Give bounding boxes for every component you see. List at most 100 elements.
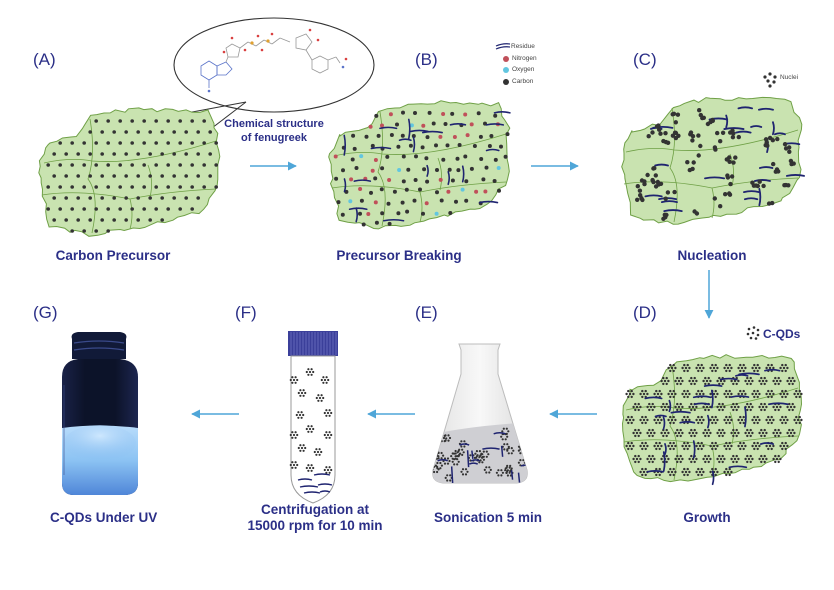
residue-strand <box>510 470 514 480</box>
cqd-cluster <box>481 450 490 458</box>
cqd-cluster <box>772 376 782 386</box>
carbon-atom <box>124 218 128 222</box>
cqd-cluster <box>674 428 684 438</box>
cqd-cluster <box>660 376 670 386</box>
nucleus-atom <box>670 133 676 138</box>
carbon-atom <box>130 207 134 211</box>
cqd-cluster <box>639 389 649 399</box>
carbon-atom <box>100 152 104 156</box>
residue-strand <box>449 123 467 126</box>
cqd-cluster <box>723 363 733 373</box>
nucleus-atom <box>673 120 678 125</box>
carbon-atom <box>58 163 62 167</box>
growth-sheet <box>621 354 803 486</box>
carbon-atom <box>112 218 116 222</box>
carbon-atom <box>52 218 56 222</box>
cqd-cluster <box>702 428 712 438</box>
carbon-atom <box>142 185 146 189</box>
carbon-atom <box>160 152 164 156</box>
cqd-cluster <box>709 467 719 477</box>
residue-strand <box>693 402 710 406</box>
carbon-atom <box>118 163 122 167</box>
cqd-cluster <box>323 466 333 474</box>
residue-strand <box>711 470 715 486</box>
nucleus-atom <box>664 212 669 218</box>
callout-line1: Chemical structure <box>224 118 324 130</box>
nitrogen-atom <box>370 168 375 173</box>
cqd-cluster <box>660 402 670 412</box>
carbon-atom <box>196 174 200 178</box>
cqd-cluster <box>667 363 677 373</box>
residue-strand <box>692 395 712 399</box>
cqd-cluster <box>639 415 649 425</box>
caption-precursor-breaking: Precursor Breaking <box>336 248 462 263</box>
carbon-atom <box>396 144 401 149</box>
residue-strand <box>466 450 470 468</box>
nucleus-atom <box>653 173 658 178</box>
flake-border <box>43 140 217 164</box>
carbon-atom <box>82 185 86 189</box>
carbon-atom <box>52 196 56 200</box>
carbon-atom <box>376 133 381 138</box>
callout-chemical-structure: Chemical structure of fenugreek <box>222 117 326 145</box>
carbon-atom <box>136 218 140 222</box>
nucleus-atom <box>715 130 720 136</box>
cqd-cluster <box>522 441 528 449</box>
flake-border <box>437 157 442 191</box>
cqd-cluster <box>744 454 754 464</box>
oxygen-atom <box>434 211 439 216</box>
residue-strand <box>759 442 775 445</box>
legend-label-oxygen: Oxygen <box>512 66 535 73</box>
residue-strand <box>719 377 738 381</box>
nucleus-atom <box>656 123 661 128</box>
carbon-atom <box>479 157 484 161</box>
residue-strand <box>663 209 683 212</box>
carbon-atom <box>396 211 401 216</box>
carbon-atom <box>389 133 394 137</box>
carbon-atom <box>58 141 62 145</box>
residue-strand <box>520 464 528 467</box>
carbon-atom <box>418 187 422 192</box>
carbon-atom <box>190 119 194 123</box>
nucleus-atom <box>751 183 757 188</box>
sheet-outline <box>328 100 511 230</box>
cqd-cluster <box>667 415 677 425</box>
cqd-cluster <box>716 454 726 464</box>
carbon-atom <box>492 179 497 183</box>
residue-strand <box>710 389 714 409</box>
carbon-atom <box>130 185 134 189</box>
residue-strand <box>662 451 666 472</box>
carbon-precursor-sheet <box>38 107 221 237</box>
carbon-atom <box>425 135 430 140</box>
residue-strand <box>725 114 729 129</box>
nucleus-atom <box>663 131 668 136</box>
nitrogen-atom <box>388 112 393 117</box>
nucleus-atom <box>725 173 730 178</box>
nitrogen-atom <box>483 189 488 194</box>
residue-strand <box>437 459 449 462</box>
nitrogen-atom <box>373 200 378 205</box>
carbon-atom <box>184 152 188 156</box>
cqd-cluster <box>632 454 642 464</box>
carbon-atom <box>484 165 489 170</box>
carbon-atom <box>64 174 68 178</box>
panel-letter-g: (G) <box>33 303 58 322</box>
nucleus-atom <box>697 108 702 113</box>
carbon-atom <box>340 212 345 217</box>
residue-strand <box>767 402 789 406</box>
carbon-atom <box>64 152 68 156</box>
cqd-cluster <box>504 464 513 473</box>
cqd-cluster <box>653 441 663 451</box>
cqd-cluster <box>435 426 444 434</box>
cqd-cluster <box>765 363 775 373</box>
residue-strand <box>485 148 500 152</box>
caption-growth: Growth <box>683 510 731 525</box>
residue-strand <box>353 179 372 182</box>
nitrogen-atom <box>474 189 479 194</box>
panel-letter-e: (E) <box>415 303 438 322</box>
carbon-atom <box>404 187 409 192</box>
carbon-atom <box>142 163 146 167</box>
cqd-cluster <box>674 454 684 464</box>
nucleus-atom <box>672 189 677 195</box>
carbon-atom <box>58 207 62 211</box>
